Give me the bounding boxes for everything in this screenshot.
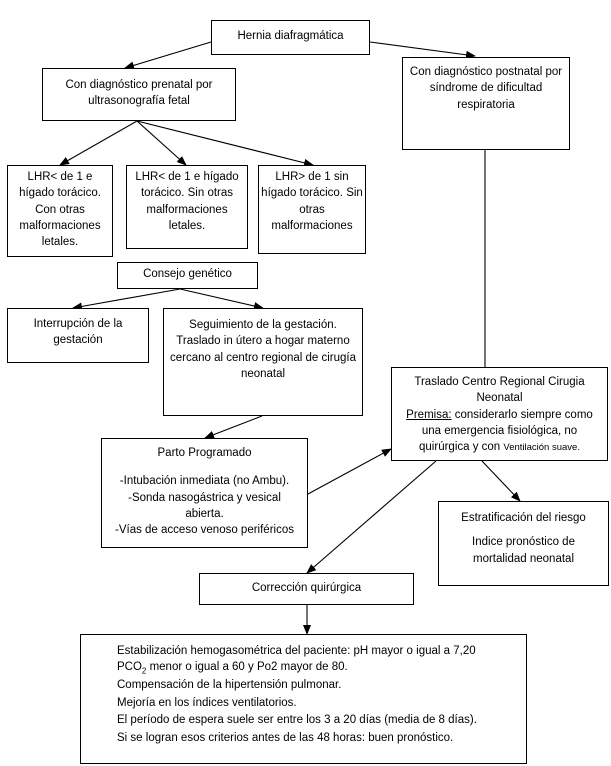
node-programmed-delivery: Parto Programado -Intubación inmediata (… [101,438,308,548]
node-risk-line-4: mortalidad neonatal [472,552,574,565]
node-followup-line-2: Traslado in útero a hogar materno [176,335,350,348]
node-postnatal-line-2: síndrome de dificultad [429,82,543,95]
node-delivery-line-3: abierta. [185,507,224,520]
pco2-label: PCO [117,661,142,674]
node-lhr-gt1-line-4: malformaciones [271,219,353,232]
node-surgery-text: Corrección quirúrgica [251,582,362,594]
node-transfer-regional-center: Traslado Centro Regional Cirugia Neonata… [391,367,608,461]
node-risk-line-1: Estratificación del riesgo [461,512,586,524]
node-transfer-title-2: Neonatal [476,392,523,405]
node-stabilization-line-3: Compensación de la hipertensión pulmonar… [117,678,342,691]
node-risk-line-2 [439,526,608,534]
node-pregnancy-followup: Seguimiento de la gestación. Traslado in… [163,308,363,416]
node-prenatal-diagnosis: Con diagnóstico prenatal por ultrasonogr… [42,68,236,121]
node-delivery-line-2: -Sonda nasogástrica y vesical [128,491,281,504]
arrow-delivery-to-transfer [307,448,392,495]
pco2-text: menor o igual a 60 y Po2 mayor de 80. [146,661,348,674]
node-risk-stratification: Estratificación del riesgo Indice pronós… [438,501,609,586]
node-surgical-correction: Corrección quirúrgica [199,573,414,605]
node-transfer-title-1: Traslado Centro Regional Cirugia [414,376,585,388]
node-followup-line-3: cercano al centro regional de cirugía [169,351,357,364]
node-counseling-text: Consejo genético [143,268,232,280]
premise-text: considerarlo siempre como [451,408,593,421]
arrow-transfer-to-surgery [306,460,437,574]
arrow-root-to-prenatal [124,41,212,70]
node-lhr-lethal-line-2: hígado torácico. [19,187,101,200]
node-lhr-lethal-line-1: LHR< de 1 e [27,171,93,183]
node-lhr-no-malf-line-4: letales. [168,219,206,232]
node-lhr-lethal: LHR< de 1 e hígado torácico. Con otras m… [7,165,113,257]
node-postnatal-line-1: Con diagnóstico postnatal por [409,66,563,78]
node-delivery-title: Parto Programado [157,447,252,459]
node-transfer-line-5: quirúrgica y con Ventilación suave. [392,439,607,455]
node-genetic-counseling: Consejo genético [117,262,258,289]
node-interruption-line-2: gestación [53,334,103,347]
node-transfer-line-4: una emergencia fisiológica, no [421,424,578,437]
node-pregnancy-interruption: Interrupción de la gestación [7,308,149,363]
node-root: Hernia diafragmática [211,20,370,55]
transfer-last-small: Ventilación suave. [503,442,580,454]
node-lhr-no-malf-line-1: LHR< de 1 e hígado [135,171,239,183]
node-lhr-gt1-line-2: hígado torácico. Sin [261,187,363,200]
pco2-subscript: 2 [141,666,147,676]
node-interruption-line-1: Interrupción de la [33,318,123,330]
node-lhr-lethal-line-3: Con otras [35,203,85,216]
node-stabilization: Estabilización hemogasométrica del pacie… [80,634,527,764]
arrow-counseling-to-followup [179,288,264,310]
arrow-prenatal-to-lhr-lethal [59,120,138,166]
node-lhr-greater-than-1: LHR> de 1 sin hígado torácico. Sin otras… [258,165,366,254]
node-lhr-lethal-line-4: malformaciones [19,219,101,232]
arrow-prenatal-to-lhr-gt1 [136,120,314,167]
node-lhr-gt1-line-3: otras [299,203,325,216]
node-followup-line-4: neonatal [240,367,286,380]
node-stabilization-line-4: Mejoría en los índices ventilatorios. [117,697,297,710]
node-root-text: Hernia diafragmática [237,30,344,42]
node-postnatal-line-3: respiratoria [457,98,515,111]
node-stabilization-line-6: Si se logran esos criterios antes de las… [117,731,454,744]
arrow-root-to-postnatal [369,41,476,59]
node-delivery-line-1: -Intubación inmediata (no Ambu). [119,475,290,488]
node-lhr-lethal-line-5: letales. [41,236,79,249]
arrow-prenatal-to-lhr-no-malf [136,120,187,166]
node-prenatal-line-1: Con diagnóstico prenatal por [65,79,213,91]
arrow-followup-to-delivery [204,415,263,439]
premise-label: Premisa: [406,408,452,421]
node-lhr-gt1-line-1: LHR> de 1 sin [275,171,349,183]
arrow-counseling-to-interruption [72,288,181,311]
node-stabilization-line-2: PCO2 menor o igual a 60 y Po2 mayor de 8… [117,659,526,677]
node-lhr-no-malformations: LHR< de 1 e hígado torácico. Sin otras m… [126,165,248,249]
node-prenatal-line-2: ultrasonografía fetal [88,95,190,108]
node-risk-line-3: Indice pronóstico de [472,536,575,549]
node-postnatal-diagnosis: Con diagnóstico postnatal por síndrome d… [402,57,570,150]
node-transfer-premise-line: Premisa: considerarlo siempre como [392,407,607,423]
node-lhr-no-malf-line-3: malformaciones [146,203,228,216]
arrow-transfer-to-risk [481,460,521,502]
node-followup-line-1: Seguimiento de la gestación. [189,319,337,331]
node-delivery-line-4: -Vías de acceso venoso periféricos [115,524,294,537]
node-stabilization-line-1: Estabilización hemogasométrica del pacie… [117,645,476,657]
node-stabilization-line-5: El período de espera suele ser entre los… [117,713,477,726]
node-lhr-no-malf-line-2: torácico. Sin otras [140,187,234,200]
transfer-last-prefix: quirúrgica y con [419,441,504,454]
